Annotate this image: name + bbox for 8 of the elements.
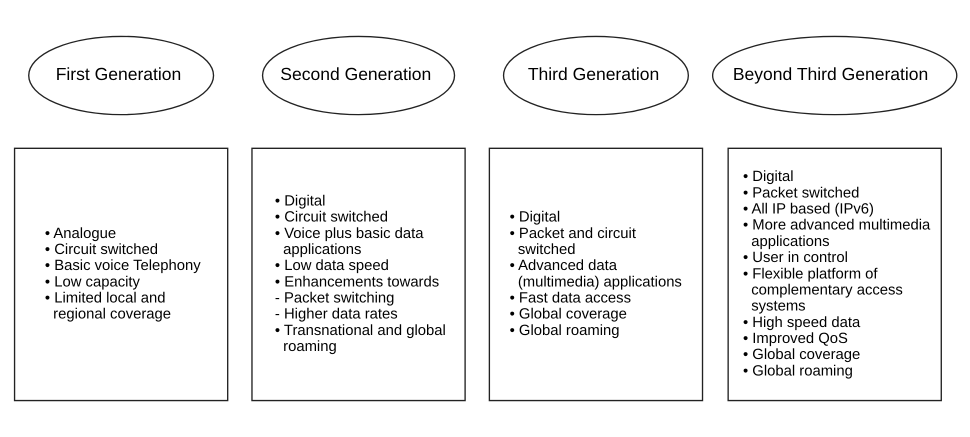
node-ellipse: Third Generation <box>502 36 689 116</box>
node-box: • Digital • Packet and circuit switched • Advanced data (multimedia) applications • Fast data access • Global coverage • Global roaming <box>488 148 703 402</box>
node-box: • Digital • Circuit switched • Voice plus basic data applications • Low data speed • Enhancements towards - Packet switching - Higher data rates • Transnational and global roaming <box>250 148 466 402</box>
node-ellipse: Second Generation <box>261 36 455 116</box>
node-ellipse: Beyond Third Generation <box>711 36 957 116</box>
node-box: • Digital • Packet switched • All IP based (IPv6) • More advanced multimedia applications • User in control • Flexible platform of complementary access systems • High speed data • Improved QoS • Global coverage • Global roaming <box>726 148 942 402</box>
node-ellipse: First Generation <box>28 36 214 116</box>
node-box: • Analogue • Circuit switched • Basic voice Telephony • Low capacity • Limited local and regional coverage <box>13 148 228 402</box>
